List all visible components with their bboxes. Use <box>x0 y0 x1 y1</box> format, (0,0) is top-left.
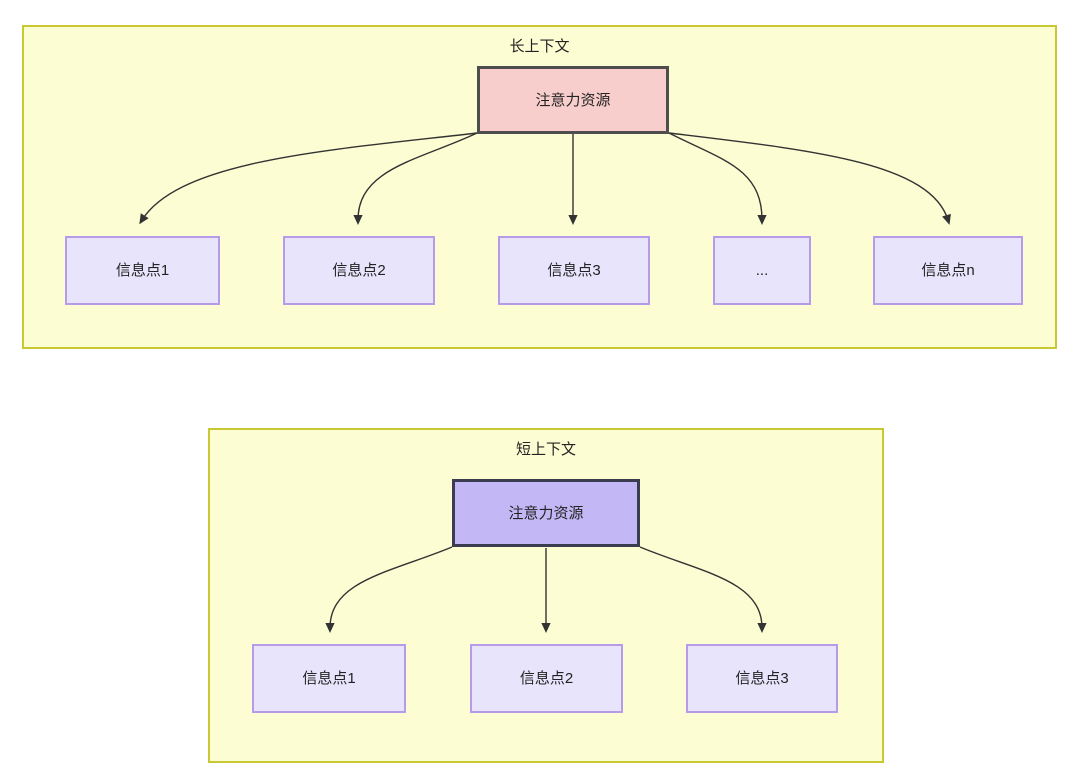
long-context-attention-node[interactable]: 注意力资源 <box>477 66 669 134</box>
short-context-attention-node[interactable]: 注意力资源 <box>452 479 640 547</box>
short-context-info-node-3[interactable]: 信息点3 <box>686 644 838 713</box>
long-context-info-node-1[interactable]: 信息点1 <box>65 236 220 305</box>
long-context-info-label-n: 信息点n <box>921 262 975 279</box>
short-context-info-label-2: 信息点2 <box>519 670 574 687</box>
long-context-info-label-ellipsis: ... <box>755 262 769 279</box>
short-context-attention-label: 注意力资源 <box>508 504 584 522</box>
long-context-info-label-1: 信息点1 <box>115 262 170 279</box>
long-context-info-node-ellipsis[interactable]: ... <box>713 236 811 305</box>
long-context-info-label-2: 信息点2 <box>332 262 386 279</box>
short-context-info-node-1[interactable]: 信息点1 <box>252 644 406 713</box>
long-context-title: 长上下文 <box>509 38 570 55</box>
short-context-title: 短上下文 <box>515 441 576 458</box>
long-context-info-label-3: 信息点3 <box>547 262 601 279</box>
long-context-info-node-2[interactable]: 信息点2 <box>283 236 435 305</box>
short-context-info-label-3: 信息点3 <box>735 670 789 687</box>
short-context-info-node-2[interactable]: 信息点2 <box>470 644 623 713</box>
short-context-info-label-1: 信息点1 <box>302 670 356 687</box>
long-context-info-node-n[interactable]: 信息点n <box>873 236 1023 305</box>
long-context-info-node-3[interactable]: 信息点3 <box>498 236 650 305</box>
long-context-attention-label: 注意力资源 <box>535 91 611 109</box>
